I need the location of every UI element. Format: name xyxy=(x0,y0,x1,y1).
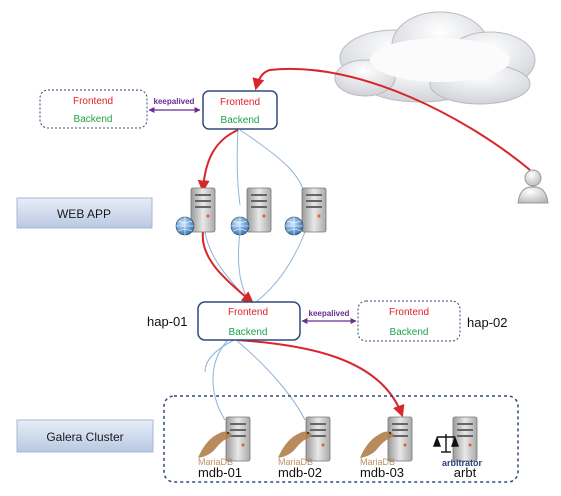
web-app-label: WEB APP xyxy=(16,197,153,229)
traffic-path xyxy=(197,67,531,418)
hap-keepalived-label: keepalived xyxy=(309,309,350,318)
link-web3-hap xyxy=(251,231,306,306)
web-server-1 xyxy=(175,187,216,236)
hap-keepalived-link: keepalived xyxy=(301,309,357,324)
mariadb-logo-text: MariaDB xyxy=(198,457,233,467)
mariadb-seal-icon xyxy=(360,431,394,458)
link-top-backend-web3 xyxy=(239,129,306,196)
database-server-icon xyxy=(452,416,478,462)
arbt-label: arbt xyxy=(454,465,477,480)
scales-icon xyxy=(432,434,460,453)
cloud-icon xyxy=(334,11,536,105)
user-icon xyxy=(517,169,549,204)
arrow-user-to-cloud xyxy=(252,67,531,171)
web-server-3 xyxy=(284,187,327,236)
hap-02-frontend: Frontend xyxy=(389,307,429,318)
link-top-backend-web2 xyxy=(236,129,241,206)
hap-02-label: hap-02 xyxy=(467,315,507,330)
mariadb-seal-icon xyxy=(198,431,232,458)
arrow-top-to-web1 xyxy=(197,129,239,193)
web-server-2 xyxy=(230,187,272,236)
mariadb-logo-text: MariaDB xyxy=(360,457,395,467)
link-web2-hap xyxy=(238,231,253,306)
link-hap-mdb02 xyxy=(235,339,306,421)
top-right-backend: Backend xyxy=(221,115,260,126)
arbitrator-logo-text: arbitrator xyxy=(442,458,483,468)
hap-01-label: hap-01 xyxy=(147,314,187,329)
web-server-icon xyxy=(230,187,272,236)
mariadb-logo-text: MariaDB xyxy=(278,457,313,467)
top-keepalived-label: keepalived xyxy=(154,97,195,106)
link-hap-mdb03-blue xyxy=(204,339,235,373)
db-node-label: mdb-02 xyxy=(278,465,322,480)
db-node-label: mdb-01 xyxy=(198,465,242,480)
mariadb-seal-icon xyxy=(278,431,312,458)
galera-label: Galera Cluster xyxy=(16,419,154,453)
top-left-frontend: Frontend xyxy=(73,96,113,107)
database-server-icon xyxy=(387,416,413,462)
top-left-backend: Backend xyxy=(74,114,113,125)
db-node-label: mdb-03 xyxy=(360,465,404,480)
top-keepalived-link: keepalived xyxy=(148,97,201,113)
hap-01-backend: Backend xyxy=(229,327,268,338)
web-server-icon xyxy=(175,187,216,236)
top-right-frontend: Frontend xyxy=(220,97,260,108)
database-server-icon xyxy=(305,416,331,462)
top-left-node: Frontend Backend xyxy=(39,89,148,129)
web-server-icon xyxy=(284,187,327,236)
arrow-web1-to-hap xyxy=(201,231,254,304)
svg-text:WEB APP: WEB APP xyxy=(57,207,111,221)
hap-02-backend: Backend xyxy=(390,327,429,338)
database-server-icon xyxy=(225,416,251,462)
hap-01-node: Frontend Backend xyxy=(197,301,301,341)
top-right-node: Frontend Backend xyxy=(202,90,278,130)
arrow-hap-to-mdb03 xyxy=(237,339,405,418)
hap-02-node: Frontend Backend xyxy=(357,300,461,342)
arbitrator-node: arbitrator arbt xyxy=(432,416,483,480)
svg-text:Galera Cluster: Galera Cluster xyxy=(46,430,123,444)
backend-links xyxy=(204,129,306,421)
hap-01-frontend: Frontend xyxy=(228,307,268,318)
